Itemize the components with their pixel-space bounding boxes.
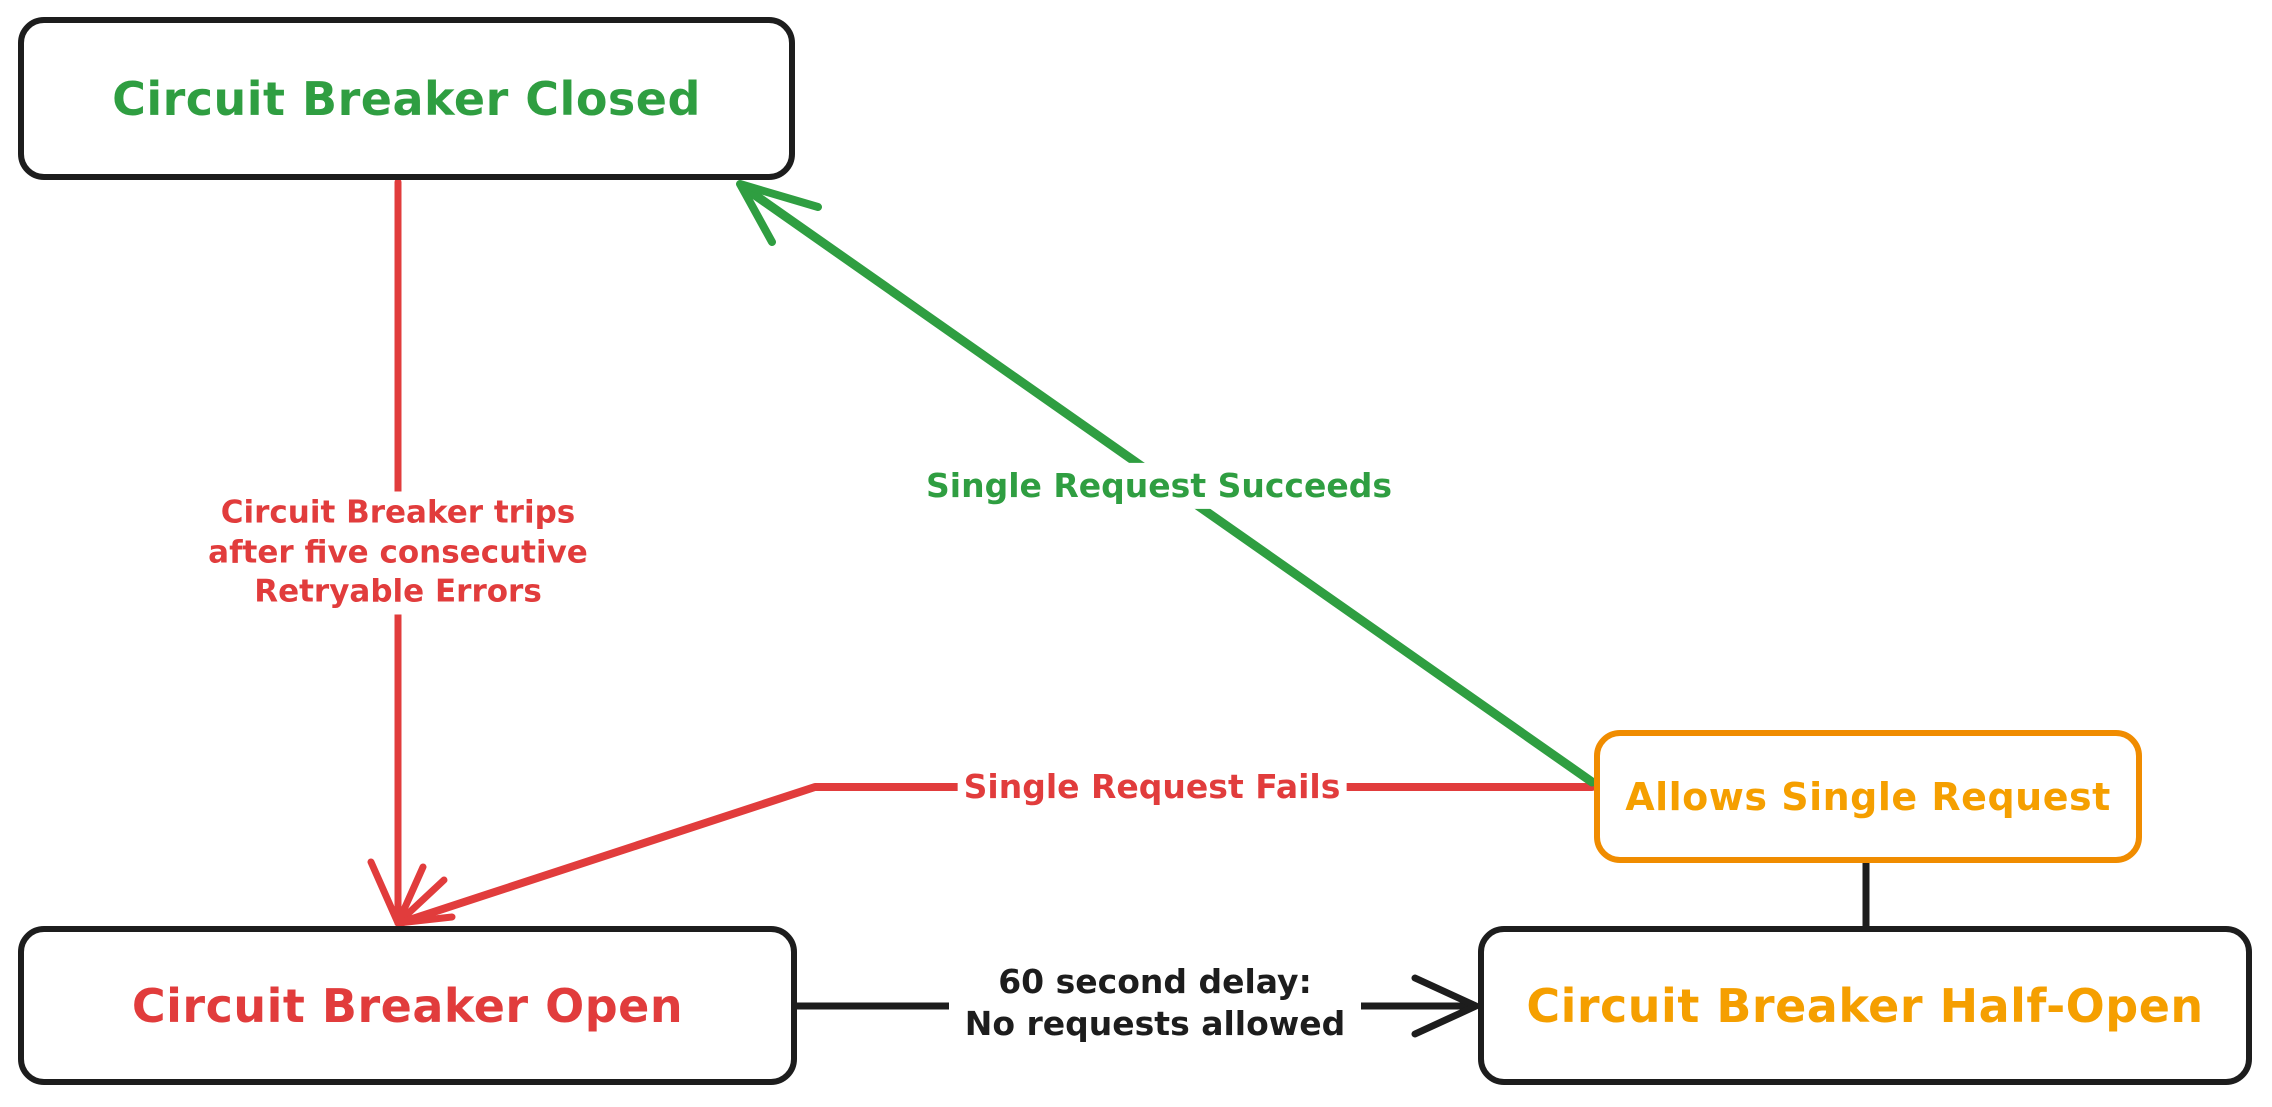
edge-label-sixty-second-delay: 60 second delay: No requests allowed — [949, 958, 1361, 1048]
node-label-circuit-breaker-half-open: Circuit Breaker Half-Open — [1526, 978, 2204, 1033]
node-circuit-breaker-half-open[interactable]: Circuit Breaker Half-Open — [1478, 926, 2252, 1085]
edge-label-single-request-succeeds: Single Request Succeeds — [920, 462, 1398, 510]
node-label-circuit-breaker-closed: Circuit Breaker Closed — [112, 71, 701, 126]
node-label-allows-single-request: Allows Single Request — [1625, 774, 2111, 819]
edge-label-circuit-breaker-trips: Circuit Breaker trips after five consecu… — [182, 491, 614, 615]
node-circuit-breaker-open[interactable]: Circuit Breaker Open — [18, 926, 797, 1085]
node-circuit-breaker-closed[interactable]: Circuit Breaker Closed — [18, 17, 795, 180]
edge-label-single-request-fails: Single Request Fails — [957, 763, 1347, 811]
node-allows-single-request[interactable]: Allows Single Request — [1594, 730, 2142, 863]
node-label-circuit-breaker-open: Circuit Breaker Open — [131, 978, 684, 1033]
